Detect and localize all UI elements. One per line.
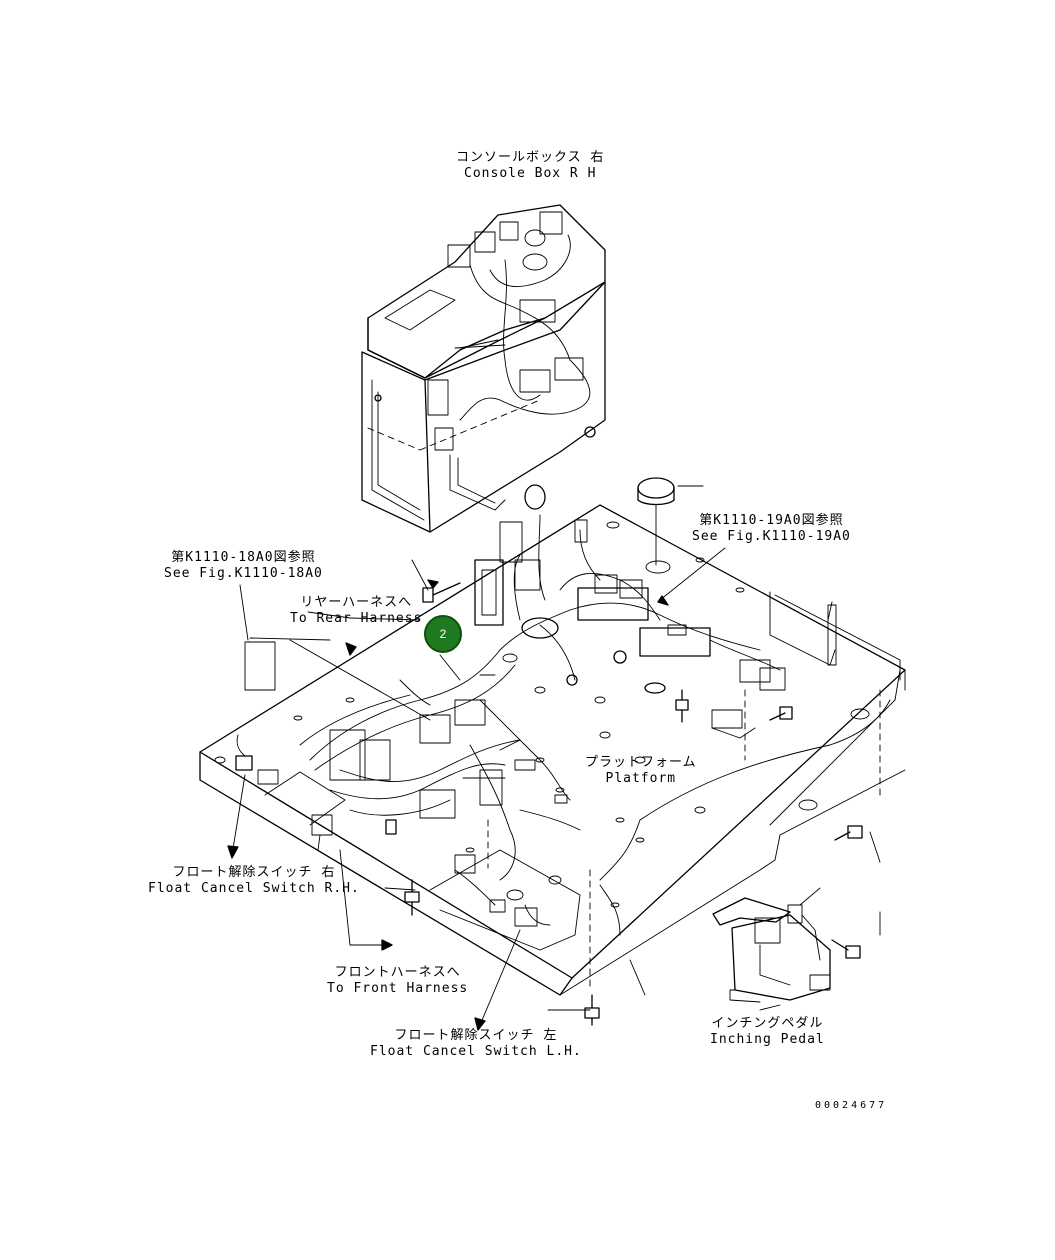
platform-drawing [199, 504, 906, 996]
fig-19-reference-en: See Fig.K1110-19A0 [692, 529, 851, 544]
console-box-label: コンソールボックス 右 Console Box R H [456, 150, 604, 182]
inching-pedal-label: インチングペダル Inching Pedal [710, 1016, 825, 1048]
inching-pedal-drawing [712, 897, 831, 1003]
document-number: 00024677 [815, 1100, 888, 1111]
fig-18-reference-label: 第K1110-18A0図参照 See Fig.K1110-18A0 [164, 550, 323, 582]
float-cancel-switch-lh-jp: フロート解除スイッチ 左 [394, 1028, 558, 1043]
platform-en: Platform [605, 771, 677, 786]
fig-18-reference-en: See Fig.K1110-18A0 [164, 566, 323, 581]
float-cancel-switch-rh-label: フロート解除スイッチ 右 Float Cancel Switch R.H. [148, 865, 360, 897]
platform-jp: プラットフォーム [585, 755, 697, 770]
platform-label: プラットフォーム Platform [585, 755, 697, 787]
front-harness-en: To Front Harness [327, 981, 469, 996]
fig-19-reference-jp: 第K1110-19A0図参照 [699, 513, 844, 528]
float-cancel-switch-rh-en: Float Cancel Switch R.H. [148, 881, 360, 896]
bolts-drawing [385, 582, 863, 1026]
fig-18-reference-jp: 第K1110-18A0図参照 [171, 550, 316, 565]
inching-pedal-jp: インチングペダル [711, 1016, 824, 1031]
rear-harness-label: リヤーハーネスへ To Rear Harness [290, 595, 422, 627]
float-cancel-switch-lh-label: フロート解除スイッチ 左 Float Cancel Switch L.H. [370, 1028, 582, 1060]
wiring-harness-drawing [235, 477, 891, 936]
float-cancel-switch-lh-en: Float Cancel Switch L.H. [370, 1044, 582, 1059]
leader-lines [231, 339, 881, 1026]
float-cancel-switch-rh-jp: フロート解除スイッチ 右 [172, 865, 336, 880]
console-box-label-en: Console Box R H [464, 166, 597, 181]
callout-badge[interactable]: 2 [424, 615, 462, 653]
rear-harness-en: To Rear Harness [290, 611, 423, 626]
fig-19-reference-label: 第K1110-19A0図参照 See Fig.K1110-19A0 [692, 513, 851, 545]
inching-pedal-en: Inching Pedal [710, 1032, 825, 1047]
front-harness-jp: フロントハーネスへ [334, 965, 461, 980]
console-box-label-jp: コンソールボックス 右 [456, 150, 605, 165]
front-harness-label: フロントハーネスへ To Front Harness [327, 965, 468, 997]
rear-harness-jp: リヤーハーネスへ [300, 595, 413, 610]
console-box-drawing [361, 204, 606, 533]
